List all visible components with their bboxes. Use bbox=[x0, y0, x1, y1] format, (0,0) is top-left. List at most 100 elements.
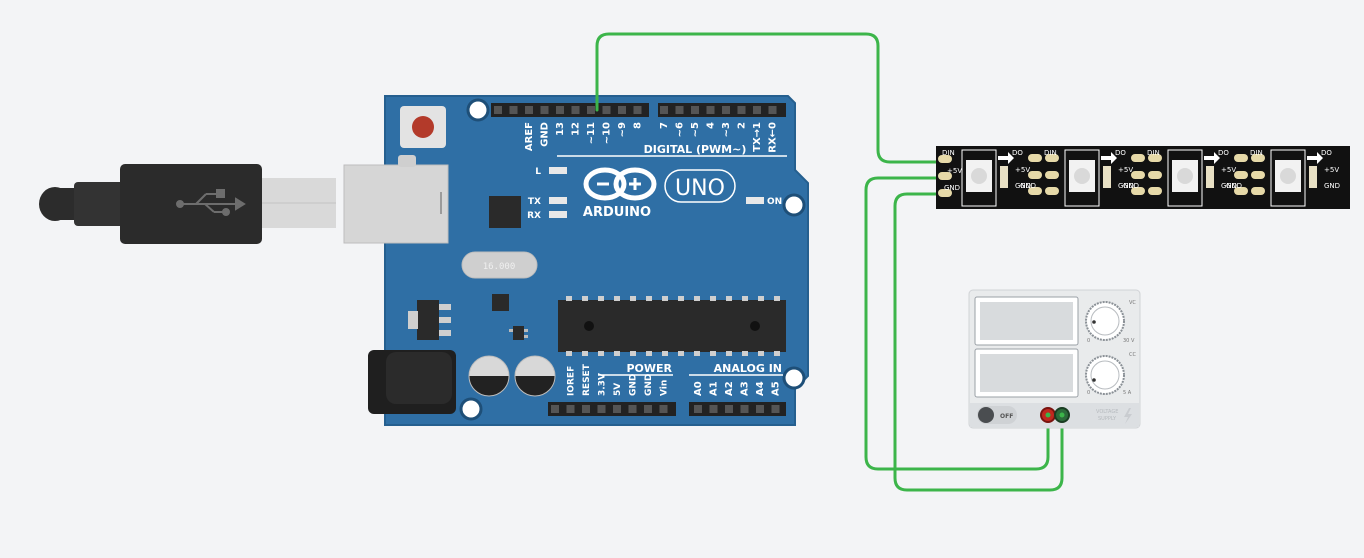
header-socket[interactable] bbox=[753, 106, 761, 114]
mounting-hole bbox=[466, 98, 490, 122]
header-socket[interactable] bbox=[660, 106, 668, 114]
solder-pad bbox=[1251, 154, 1265, 162]
infinity-logo-icon bbox=[583, 167, 657, 201]
usb-cable[interactable] bbox=[39, 164, 336, 244]
header-socket[interactable] bbox=[659, 405, 668, 413]
header-socket[interactable] bbox=[756, 405, 764, 413]
digital-pin-label: AREF bbox=[524, 122, 535, 151]
header-socket[interactable] bbox=[740, 405, 749, 413]
led-strip-start-pad bbox=[938, 172, 952, 180]
header-socket[interactable] bbox=[706, 106, 715, 114]
dc-barrel-jack-face bbox=[386, 352, 452, 404]
chip-leg bbox=[726, 351, 732, 356]
header-socket[interactable] bbox=[694, 405, 702, 413]
led-l bbox=[549, 167, 567, 174]
power-supply[interactable]: VC 0 30 V CC 0 5 A OFF VOLTAGE SUPPLY bbox=[968, 289, 1141, 429]
wire-gnd-to-supply-black[interactable] bbox=[893, 192, 1064, 492]
pixel-gnd-label: GND bbox=[1226, 182, 1242, 190]
digital-pin-label: GND bbox=[540, 122, 551, 147]
header-socket[interactable] bbox=[691, 106, 699, 114]
chip-leg bbox=[662, 296, 668, 301]
wire-vcc-to-supply-red[interactable] bbox=[864, 176, 1050, 471]
header-socket[interactable] bbox=[602, 106, 611, 114]
header-socket[interactable] bbox=[771, 405, 780, 413]
rgb-led-lens bbox=[1280, 168, 1296, 184]
chip-leg bbox=[662, 351, 668, 356]
chip-leg bbox=[742, 296, 748, 301]
chip-leg bbox=[566, 296, 572, 301]
header-socket[interactable] bbox=[722, 106, 730, 114]
solder-pad bbox=[1251, 187, 1265, 195]
solder-pad bbox=[1131, 187, 1145, 195]
wires[interactable] bbox=[595, 32, 1064, 492]
analog-pin-label: A5 bbox=[771, 381, 782, 396]
neopixel-led-strip[interactable]: DIN +5V GND DO+5VGNDDINGNDDO+5VGNDDINGND… bbox=[936, 146, 1350, 209]
led-strip-start-pad bbox=[938, 189, 952, 197]
current-knob-indicator bbox=[1092, 378, 1096, 382]
header-socket[interactable] bbox=[768, 106, 777, 114]
header-socket[interactable] bbox=[587, 106, 595, 114]
pixel-resistor bbox=[1206, 166, 1214, 188]
usb-interface-chip bbox=[489, 196, 521, 228]
header-socket[interactable] bbox=[628, 405, 637, 413]
header-socket[interactable] bbox=[551, 405, 559, 413]
solder-pad bbox=[1045, 187, 1059, 195]
header-socket[interactable] bbox=[556, 106, 564, 114]
chip-leg bbox=[694, 296, 700, 301]
pixel-din-label: DIN bbox=[1044, 149, 1057, 157]
solder-pad bbox=[1148, 154, 1162, 162]
analog-pin-label: A0 bbox=[693, 381, 704, 396]
header-socket[interactable] bbox=[644, 405, 652, 413]
header-socket[interactable] bbox=[540, 106, 549, 114]
analog-pin-label: A3 bbox=[740, 381, 751, 396]
header-socket[interactable] bbox=[737, 106, 746, 114]
header-socket[interactable] bbox=[633, 106, 642, 114]
digital-pin-label: ~5 bbox=[690, 122, 701, 137]
led-tx bbox=[549, 197, 567, 204]
pixel-gnd-label: GND bbox=[1123, 182, 1139, 190]
power-pin-label: GND bbox=[644, 374, 654, 396]
header-socket[interactable] bbox=[571, 106, 580, 114]
header-socket[interactable] bbox=[618, 106, 626, 114]
header-socket[interactable] bbox=[675, 106, 684, 114]
pixel-do-label: DO bbox=[1218, 149, 1229, 157]
reset-button[interactable] bbox=[412, 116, 434, 138]
arduino-model: UNO bbox=[675, 176, 725, 201]
chip-leg bbox=[598, 296, 604, 301]
header-socket[interactable] bbox=[709, 405, 718, 413]
header-socket[interactable] bbox=[582, 405, 590, 413]
led-strip-pixels: DO+5VGNDDINGNDDO+5VGNDDINGNDDO+5VGNDDING… bbox=[961, 149, 1340, 207]
solder-pad bbox=[1234, 154, 1248, 162]
current-display-screen bbox=[980, 354, 1073, 392]
header-socket[interactable] bbox=[494, 106, 502, 114]
header-socket[interactable] bbox=[566, 405, 575, 413]
digital-header-title: DIGITAL (PWM~) bbox=[644, 143, 747, 156]
pixel-gnd-label: GND bbox=[1015, 182, 1031, 190]
header-socket[interactable] bbox=[725, 405, 733, 413]
analog-header bbox=[689, 402, 786, 416]
chip-leg bbox=[614, 351, 620, 356]
bottom-header-sockets[interactable] bbox=[551, 405, 780, 413]
header-socket[interactable] bbox=[525, 106, 533, 114]
digital-pin-label: ~10 bbox=[602, 122, 613, 144]
chip-leg bbox=[646, 351, 652, 356]
rgb-led-lens bbox=[1074, 168, 1090, 184]
usb-b-port[interactable] bbox=[343, 164, 449, 244]
crystal-oscillator bbox=[461, 251, 538, 279]
power-pin-label: IOREF bbox=[567, 366, 577, 396]
solder-pad bbox=[1028, 171, 1042, 179]
voltage-max-label: 30 V bbox=[1123, 338, 1135, 344]
digital-header-sockets[interactable] bbox=[494, 106, 777, 114]
header-socket[interactable] bbox=[613, 405, 621, 413]
header-socket[interactable] bbox=[509, 106, 518, 114]
regulator-leg bbox=[439, 317, 451, 323]
pixel-outline bbox=[1167, 149, 1203, 207]
digital-pin-label: 2 bbox=[737, 122, 748, 129]
wire-pin11-to-din[interactable] bbox=[595, 32, 947, 164]
pixel-do-label: DO bbox=[1012, 149, 1023, 157]
header-socket[interactable] bbox=[597, 405, 606, 413]
power-pin-label: RESET bbox=[582, 363, 592, 396]
